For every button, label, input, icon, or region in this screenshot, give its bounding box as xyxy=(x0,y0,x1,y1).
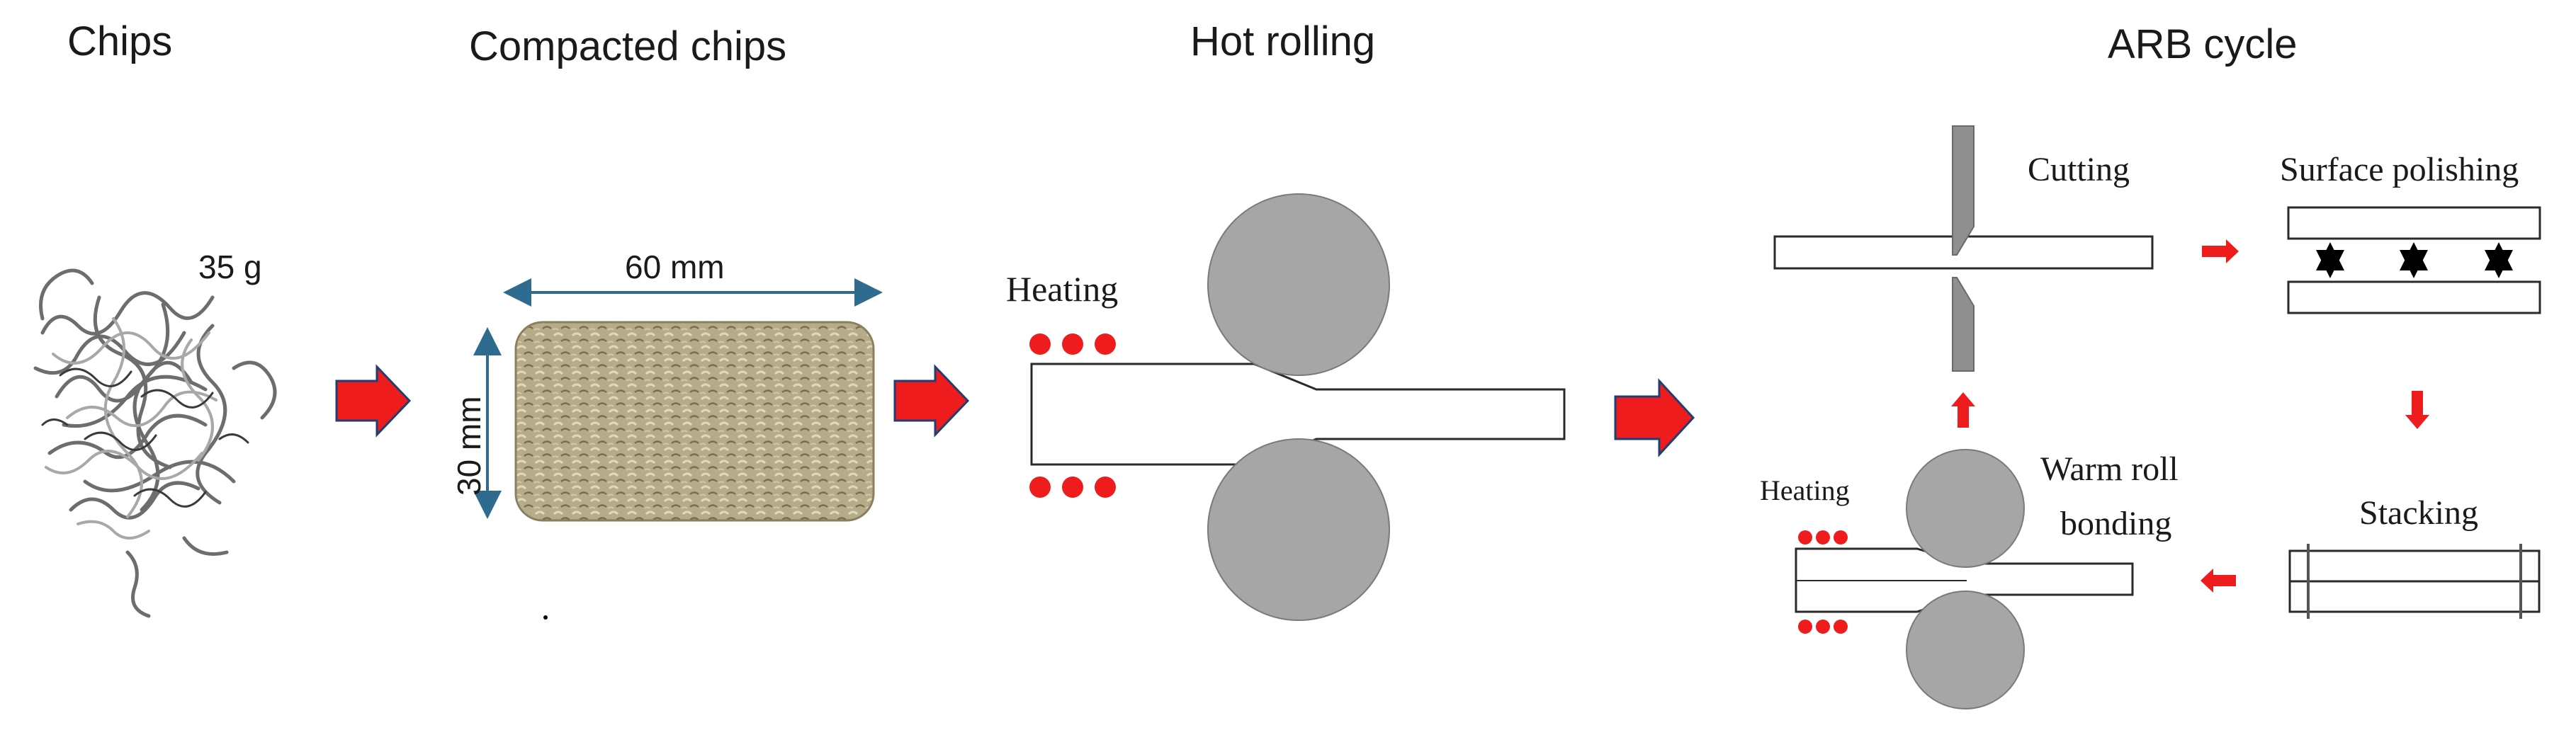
arb-cutting-blade-bottom xyxy=(1952,277,1975,372)
arb-warm-roll-top xyxy=(1906,449,2025,568)
arb-surface-polishing-label: Surface polishing xyxy=(2280,151,2519,188)
arb-arrow-to-stacking xyxy=(2405,391,2429,429)
flow-arrow-2 xyxy=(893,364,970,438)
arb-heating-label: Heating xyxy=(1760,474,1850,506)
flow-arrow-3 xyxy=(1614,378,1695,457)
arb-warm-roll-label-line2: bonding xyxy=(2060,505,2171,542)
hot-rolling-bottom-roll xyxy=(1207,438,1390,621)
arb-cutting-label: Cutting xyxy=(2028,151,2130,188)
stage-title-hot-rolling: Hot rolling xyxy=(1190,18,1375,64)
hot-rolling-top-roll xyxy=(1207,193,1390,376)
arb-stacked-sheets xyxy=(2288,544,2541,619)
arb-arrow-to-cutting xyxy=(1951,392,1975,428)
stray-dot xyxy=(543,615,548,620)
width-dimension-label: 60 mm xyxy=(625,249,725,285)
arb-polish-sheet-bottom xyxy=(2287,280,2541,314)
stage-title-compacted-chips: Compacted chips xyxy=(469,23,786,69)
hot-rolling-heating-dots-top xyxy=(1029,333,1116,355)
hot-rolling-heating-dots-bottom xyxy=(1029,477,1116,498)
arb-heating-dots-top xyxy=(1798,530,1848,544)
arb-warm-roll-bottom xyxy=(1906,591,2025,709)
chips-mass-label: 35 g xyxy=(198,249,262,285)
arb-arrow-to-warm-roll xyxy=(2201,569,2236,593)
arb-warm-roll-label-line1: Warm roll xyxy=(2040,450,2179,488)
chips-image xyxy=(33,268,277,618)
compacted-chips-block xyxy=(514,321,875,522)
arb-stacking-label: Stacking xyxy=(2359,494,2478,532)
arb-arrow-to-polishing xyxy=(2202,239,2239,263)
stage-title-arb-cycle: ARB cycle xyxy=(2108,21,2298,67)
arb-polish-double-arrows xyxy=(2316,242,2513,278)
arb-polish-sheet-top xyxy=(2287,206,2541,240)
flow-arrow-1 xyxy=(335,364,412,438)
hot-rolling-heating-label: Heating xyxy=(1006,269,1118,309)
arb-cutting-blade-top xyxy=(1952,125,1975,256)
height-dimension-label: 30 mm xyxy=(451,396,487,496)
stage-title-chips: Chips xyxy=(67,18,172,64)
arb-heating-dots-bottom xyxy=(1798,620,1848,634)
